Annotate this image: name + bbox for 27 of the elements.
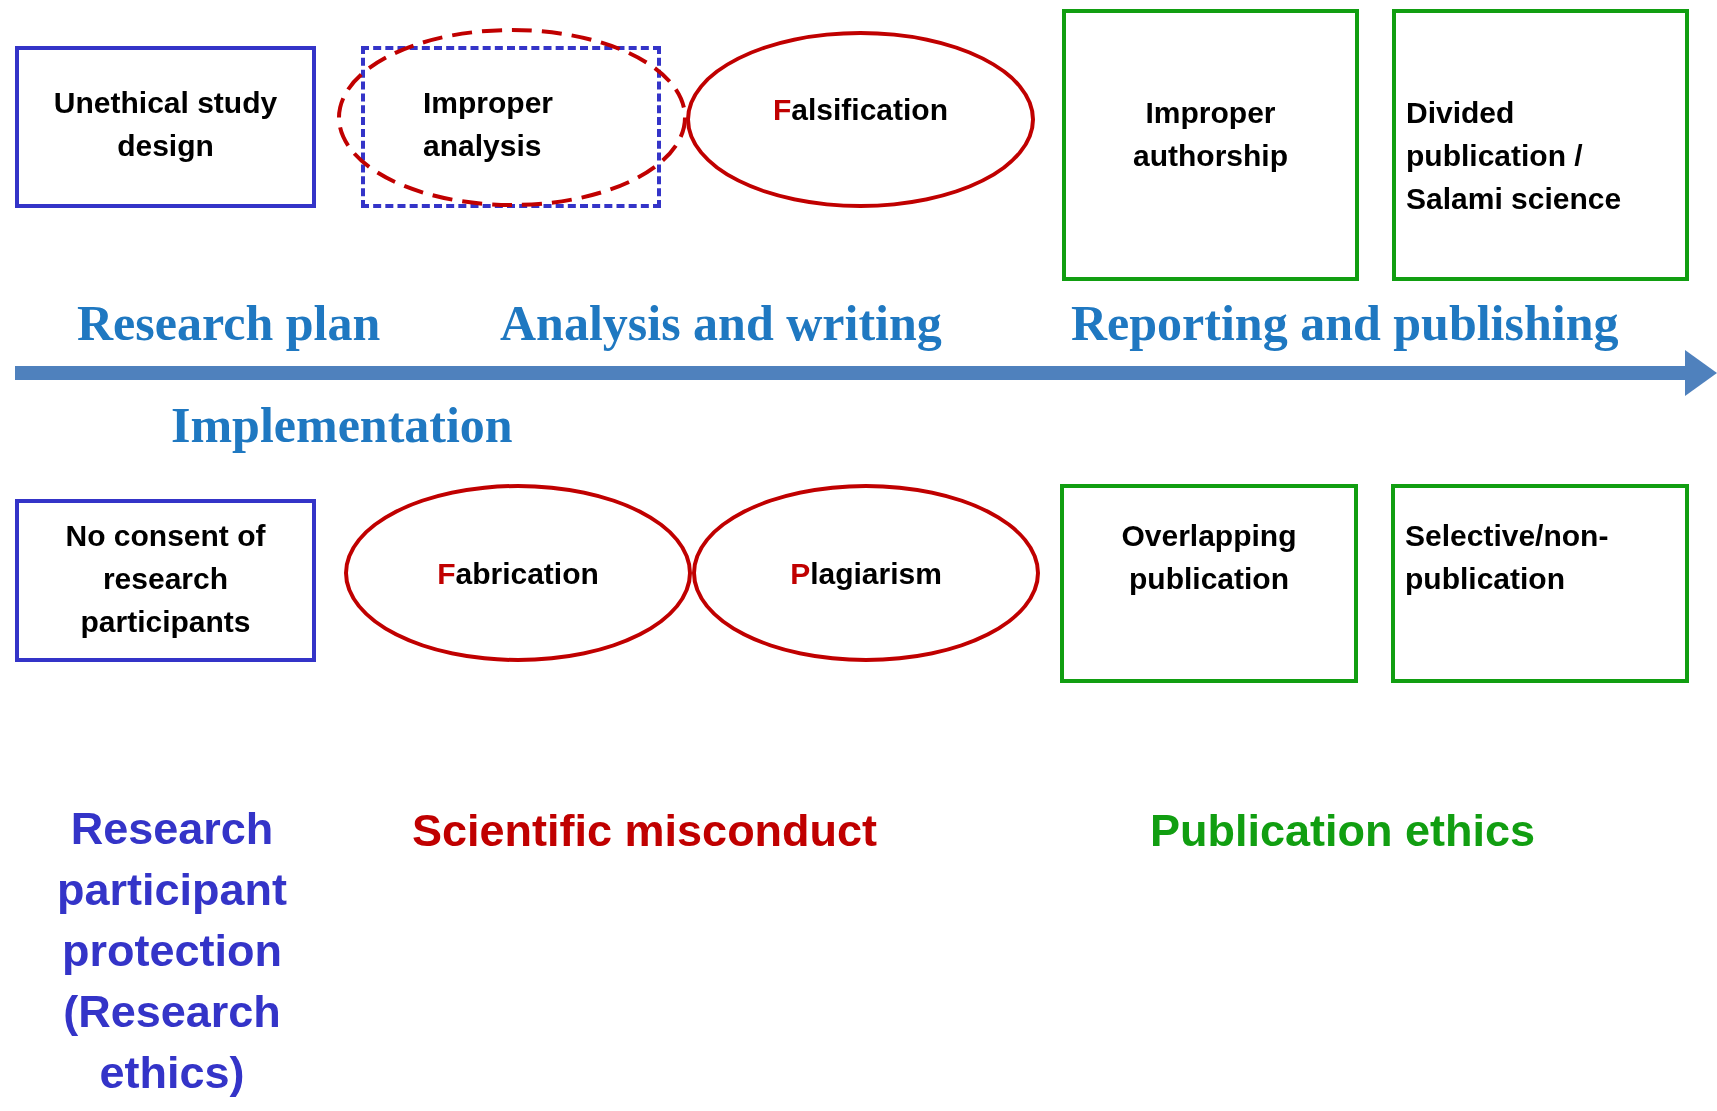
process-box bbox=[1060, 484, 1358, 683]
process-box bbox=[1392, 9, 1689, 281]
node-text: Selective/non-publication bbox=[1405, 518, 1610, 597]
ellipse-node bbox=[344, 484, 692, 662]
process-box bbox=[1062, 9, 1359, 281]
phase-label: Research plan bbox=[77, 294, 381, 352]
node-text: Divided publication / Salami science bbox=[1406, 95, 1623, 217]
process-box bbox=[15, 46, 316, 208]
category-label: Research participant protection (Research ethics) bbox=[55, 802, 288, 1100]
node-text: Improper analysis bbox=[423, 85, 555, 164]
node-text: Plagiarism bbox=[790, 555, 942, 592]
node-text: Falsification bbox=[772, 92, 948, 128]
process-box bbox=[15, 499, 316, 662]
node-text: Unethical study design bbox=[52, 85, 279, 164]
node-text: Fabrication bbox=[437, 555, 599, 592]
phase-label: Reporting and publishing bbox=[1071, 294, 1619, 352]
category-label: Publication ethics bbox=[1150, 804, 1536, 858]
ellipse-node bbox=[692, 484, 1040, 662]
ellipse-node bbox=[686, 31, 1035, 208]
node-text: Overlapping publication bbox=[1120, 518, 1298, 597]
dashed-box bbox=[361, 46, 661, 208]
phase-label: Implementation bbox=[171, 396, 513, 454]
node-text: Improper authorship bbox=[1132, 95, 1289, 174]
process-box bbox=[1391, 484, 1689, 683]
node-text: No consent of research participants bbox=[64, 518, 267, 640]
category-label: Scientific misconduct bbox=[412, 804, 878, 858]
phase-label: Analysis and writing bbox=[500, 294, 942, 352]
